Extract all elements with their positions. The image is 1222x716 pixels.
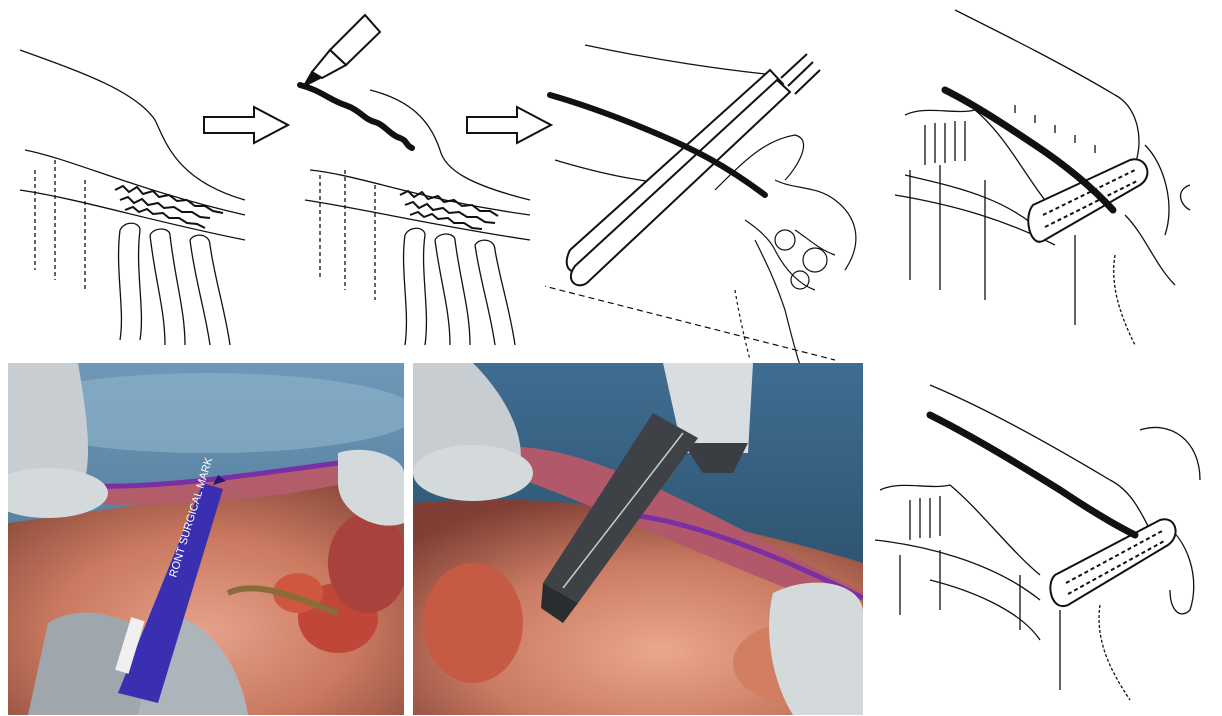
arrow-right-icon [465,105,553,145]
sketch-panel-3 [545,40,875,370]
surgical-photo-stapler [413,363,863,715]
stapled-edge-sketch-1 [885,5,1215,360]
bowel-sketch-1 [15,40,255,350]
sketch-panel-5 [870,380,1215,715]
bowel-sketch-2 [290,10,540,350]
arrow-right-icon [202,105,290,145]
surgical-photo-marking: RONT SURGICAL MARK [8,363,404,715]
stapled-edge-sketch-2 [870,380,1215,715]
resection-line [300,85,412,148]
sketch-panel-1 [15,40,255,350]
stapler-sketch [545,40,875,370]
marker-pen-icon [304,15,380,86]
sketch-panel-4 [885,5,1215,360]
sketch-panel-2 [290,10,540,350]
